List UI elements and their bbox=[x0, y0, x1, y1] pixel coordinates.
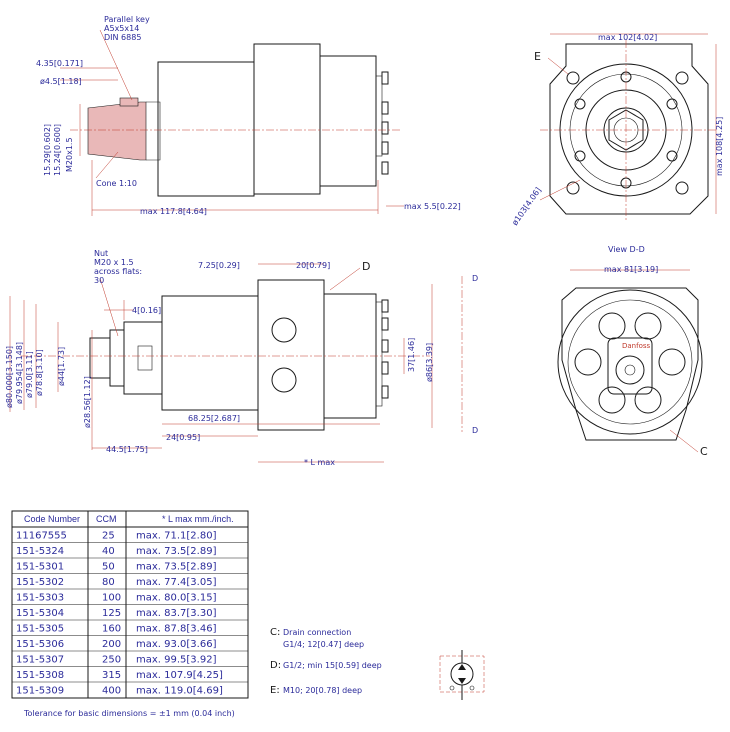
danfoss-logo: Danfoss bbox=[622, 342, 651, 350]
dim-725: 7.25[0.29] bbox=[198, 261, 240, 270]
dim-24: 24[0.95] bbox=[166, 433, 200, 442]
dim-max1178: max 117.8[4.64] bbox=[140, 207, 207, 216]
nut-label-2: M20 x 1.5 bbox=[94, 258, 134, 267]
table-cell-ccm: 100 bbox=[102, 593, 121, 604]
key-label-1: Parallel key bbox=[104, 15, 150, 24]
dim-m20: M20x1.5 bbox=[65, 137, 74, 172]
dim-d44: ø44[1.73] bbox=[57, 347, 66, 386]
dim-d37: 37[1.46] bbox=[407, 338, 416, 372]
dim-d2856: ø28.56[1.12] bbox=[83, 376, 92, 428]
dim-d80: ø80.000[3.150] bbox=[5, 346, 14, 408]
table-cell-code: 151-5306 bbox=[16, 639, 64, 650]
dim-4: 4[0.16] bbox=[132, 306, 161, 315]
table-cell-code: 151-5308 bbox=[16, 670, 64, 681]
table-header-code: Code Number bbox=[24, 514, 80, 524]
nut-label-4: 30 bbox=[94, 276, 104, 285]
note-c-letter: C: bbox=[270, 627, 280, 638]
table-cell-code: 151-5305 bbox=[16, 624, 64, 635]
table-cell-lmax: max. 87.8[3.46] bbox=[136, 624, 217, 635]
section-d-top: D bbox=[472, 274, 478, 283]
note-e-letter: E: bbox=[270, 685, 280, 696]
table-cell-lmax: max. 73.5[2.89] bbox=[136, 562, 217, 573]
section-d-bottom: D bbox=[472, 426, 478, 435]
dim-1524: 15.24[0.600] bbox=[53, 124, 62, 176]
dim-d790: ø79.0[3.11] bbox=[25, 351, 34, 398]
nut-label-1: Nut bbox=[94, 249, 108, 258]
code-table: Code Number CCM * L max mm./inch. 111675… bbox=[11, 510, 249, 718]
dim-20: 20[0.79] bbox=[296, 261, 330, 270]
hydraulic-motor-symbol-icon bbox=[439, 650, 485, 700]
table-cell-lmax: max. 107.9[4.25] bbox=[136, 670, 223, 681]
table-cell-lmax: max. 80.0[3.15] bbox=[136, 593, 217, 604]
table-cell-ccm: 160 bbox=[102, 624, 121, 635]
table-cell-ccm: 125 bbox=[102, 608, 121, 619]
table-cell-code: 151-5307 bbox=[16, 655, 64, 666]
table-cell-code: 151-5303 bbox=[16, 593, 64, 604]
table-rows: 11167555 25 max. 71.1[2.80] 151-5324 40 max. … bbox=[16, 531, 223, 697]
table-cell-lmax: max. 119.0[4.69] bbox=[136, 686, 223, 697]
table-cell-ccm: 50 bbox=[102, 562, 115, 573]
dim-d788: ø78.8[3.10] bbox=[35, 349, 44, 396]
dim-d7985: ø79.954[3.148] bbox=[15, 342, 24, 404]
note-d-letter: D: bbox=[270, 660, 281, 671]
view-d-d: View D-D max 81[3.19] C Danfoss bbox=[557, 245, 708, 458]
table-cell-ccm: 400 bbox=[102, 686, 121, 697]
key-label-2: A5x5x14 bbox=[104, 24, 139, 33]
note-c-value: G1/4; 12[0.47] deep bbox=[283, 640, 364, 649]
tolerance-note: Tolerance for basic dimensions = ±1 mm (… bbox=[23, 709, 235, 718]
label-d: D bbox=[362, 260, 370, 273]
dim-1529: 15.29[0.602] bbox=[43, 124, 52, 176]
dim-max55: max 5.5[0.22] bbox=[404, 202, 461, 211]
key-label-3: DIN 6885 bbox=[104, 33, 141, 42]
table-cell-ccm: 25 bbox=[102, 531, 115, 542]
table-cell-lmax: max. 93.0[3.66] bbox=[136, 639, 217, 650]
table-cell-lmax: max. 83.7[3.30] bbox=[136, 608, 217, 619]
table-cell-lmax: max. 99.5[3.92] bbox=[136, 655, 217, 666]
top-front-view: max 102[4.02] E max 108[4.25] ø103[4.06] bbox=[510, 33, 724, 227]
middle-side-view: Nut M20 x 1.5 across flats: 30 7.25[0.29… bbox=[5, 249, 478, 467]
table-cell-code: 151-5309 bbox=[16, 686, 64, 697]
table-cell-lmax: max. 71.1[2.80] bbox=[136, 531, 217, 542]
table-cell-code: 11167555 bbox=[16, 531, 67, 542]
dim-max81: max 81[3.19] bbox=[604, 265, 658, 274]
table-cell-code: 151-5324 bbox=[16, 546, 64, 557]
table-cell-code: 151-5301 bbox=[16, 562, 64, 573]
label-e: E bbox=[534, 50, 541, 63]
table-header-lmax: * L max mm./inch. bbox=[162, 514, 234, 524]
table-cell-lmax: max. 73.5[2.89] bbox=[136, 546, 217, 557]
dim-d86: ø86[3.39] bbox=[425, 343, 434, 382]
note-e-value: M10; 20[0.78] deep bbox=[283, 686, 362, 695]
dim-max102: max 102[4.02] bbox=[598, 33, 657, 42]
row-lines bbox=[12, 542, 248, 683]
dim-d103: ø103[4.06] bbox=[510, 186, 543, 227]
table-cell-lmax: max. 77.4[3.05] bbox=[136, 577, 217, 588]
note-c-title: Drain connection bbox=[283, 628, 351, 637]
cone-label: Cone 1:10 bbox=[96, 179, 137, 188]
port-notes: C: Drain connection G1/4; 12[0.47] deep … bbox=[270, 627, 382, 696]
dim-45: ø4.5[1.18] bbox=[40, 77, 82, 86]
table-cell-code: 151-5302 bbox=[16, 577, 64, 588]
dim-6825: 68.25[2.687] bbox=[188, 414, 240, 423]
table-cell-ccm: 200 bbox=[102, 639, 121, 650]
table-cell-ccm: 80 bbox=[102, 577, 115, 588]
table-cell-code: 151-5304 bbox=[16, 608, 64, 619]
table-cell-ccm: 250 bbox=[102, 655, 121, 666]
dim-445: 44.5[1.75] bbox=[106, 445, 148, 454]
dim-max108: max 108[4.25] bbox=[715, 117, 724, 176]
top-side-view: Parallel key A5x5x14 DIN 6885 4.35[0.171… bbox=[36, 15, 461, 216]
label-c: C bbox=[700, 445, 708, 458]
note-d-value: G1/2; min 15[0.59] deep bbox=[283, 661, 382, 670]
view-dd-label: View D-D bbox=[608, 245, 645, 254]
table-header-ccm: CCM bbox=[96, 514, 117, 524]
dim-lmax: * L max bbox=[304, 458, 335, 467]
table-cell-ccm: 40 bbox=[102, 546, 115, 557]
table-cell-ccm: 315 bbox=[102, 670, 121, 681]
dim-435: 4.35[0.171] bbox=[36, 59, 83, 68]
nut-label-3: across flats: bbox=[94, 267, 142, 276]
